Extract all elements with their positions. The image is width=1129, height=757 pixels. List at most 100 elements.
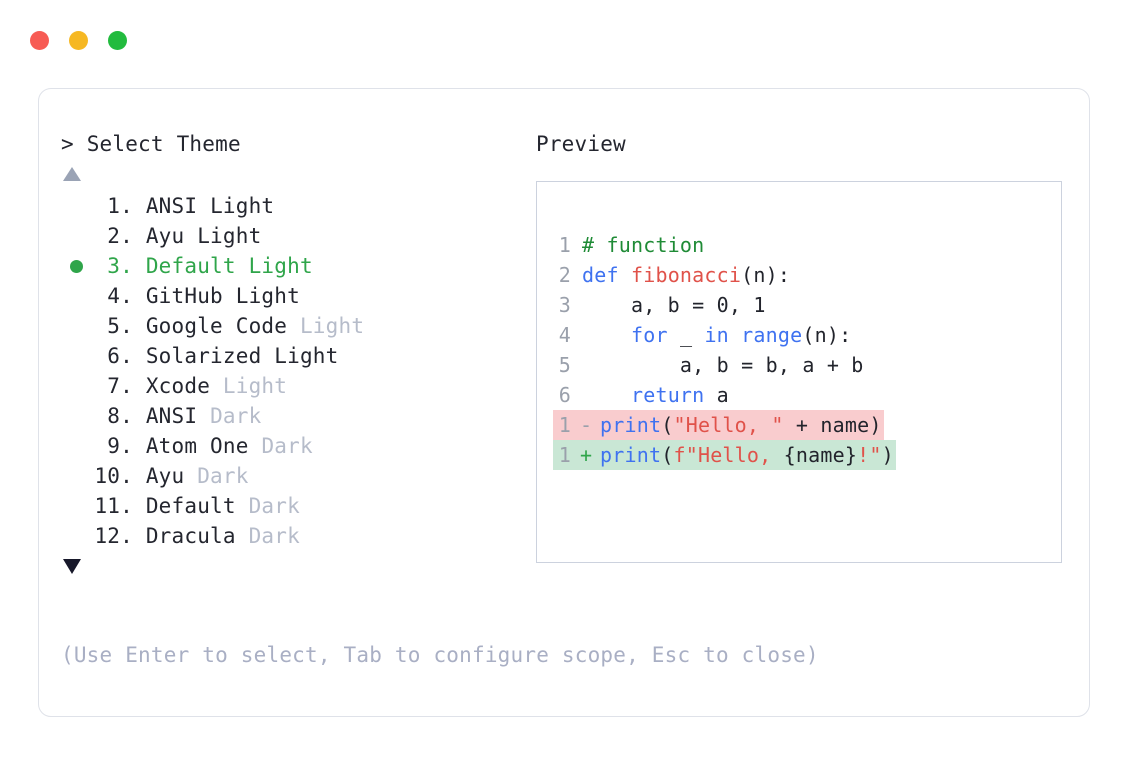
theme-item-number: 6. [94, 344, 133, 368]
theme-list[interactable]: 1. ANSI Light 2. Ayu Light 3. Default Li… [61, 191, 531, 551]
theme-item-number: 7. [94, 374, 133, 398]
theme-list-item[interactable]: 3. Default Light [61, 251, 531, 281]
diff-line-text: print("Hello, " + name) [600, 410, 882, 440]
theme-item-name: Atom One [145, 434, 249, 458]
page-title: Select Theme [86, 132, 241, 156]
close-window-button[interactable] [30, 31, 49, 50]
window-controls [30, 31, 127, 50]
code-token: !" [857, 443, 882, 467]
code-token: a, b = [582, 293, 717, 317]
code-token: {name} [783, 443, 858, 467]
theme-list-item[interactable]: 12. Dracula Dark [61, 521, 531, 551]
theme-item-variant: Light [197, 224, 262, 248]
theme-list-item[interactable]: 6. Solarized Light [61, 341, 531, 371]
theme-item-variant: Dark [248, 524, 300, 548]
code-line-number: 1 [558, 233, 571, 257]
theme-item-space [249, 431, 262, 461]
theme-item-gap [133, 521, 146, 551]
theme-item-name: Ayu [145, 224, 185, 248]
theme-item-name: ANSI [145, 194, 198, 218]
theme-item-gap [133, 281, 146, 311]
theme-item-number: 3. [94, 254, 133, 278]
theme-list-item[interactable]: 5. Google Code Light [61, 311, 531, 341]
theme-item-variant: Light [248, 254, 313, 278]
theme-item-number: 11. [94, 494, 133, 518]
theme-item-name: Default [145, 254, 236, 278]
theme-item-gap [133, 401, 146, 431]
theme-item-space [197, 401, 210, 431]
code-token: # function [582, 233, 705, 257]
theme-item-space [236, 491, 249, 521]
triangle-down-icon [63, 558, 81, 574]
code-token: ) [881, 443, 894, 467]
code-token: print [600, 413, 662, 437]
code-token: return [630, 383, 705, 407]
diff-line-number: 1 [558, 413, 571, 437]
code-token: in [704, 323, 729, 347]
code-line-text: a, b = b, a + b [582, 350, 864, 380]
theme-item-space [287, 311, 300, 341]
theme-item-gap [133, 491, 146, 521]
code-token [582, 383, 631, 407]
maximize-window-button[interactable] [108, 31, 127, 50]
code-line-number: 6 [558, 383, 571, 407]
theme-item-gap [133, 461, 146, 491]
keyboard-hint: (Use Enter to select, Tab to configure s… [61, 643, 819, 667]
code-token: 1 [753, 293, 766, 317]
code-token [729, 323, 741, 347]
code-token: print [600, 443, 662, 467]
code-token [582, 323, 631, 347]
code-line-text: a, b = 0, 1 [582, 290, 766, 320]
theme-item-variant: Light [235, 284, 300, 308]
theme-list-item[interactable]: 8. ANSI Dark [61, 401, 531, 431]
diff-sign: + [580, 443, 593, 467]
theme-list-item[interactable]: 1. ANSI Light [61, 191, 531, 221]
code-token: fibonacci [630, 263, 742, 287]
code-token: (n): [741, 263, 791, 287]
theme-list-item[interactable]: 4. GitHub Light [61, 281, 531, 311]
theme-item-gap [133, 341, 146, 371]
theme-item-gap [133, 221, 146, 251]
scroll-down-button[interactable] [61, 551, 531, 581]
diff-line: 1-print("Hello, " + name) [553, 410, 896, 440]
diff-sign: - [580, 413, 593, 437]
theme-item-variant: Light [274, 344, 339, 368]
diff-highlight: 1+print(f"Hello, {name}!") [553, 440, 896, 470]
theme-item-variant: Light [299, 314, 365, 338]
theme-list-item[interactable]: 11. Default Dark [61, 491, 531, 521]
code-line-text: # function [582, 230, 704, 260]
theme-item-number: 10. [94, 464, 133, 488]
code-line-number: 3 [558, 293, 571, 317]
code-line: 6 return a [553, 380, 1061, 410]
theme-item-space [184, 461, 197, 491]
code-token: (n): [802, 323, 852, 347]
theme-picker-card: > Select Theme 1. ANSI Light 2. Ayu Ligh… [38, 88, 1090, 717]
theme-item-space [197, 191, 210, 221]
prompt-header: > Select Theme [61, 129, 531, 159]
preview-label: Preview [536, 132, 626, 156]
code-token: , [728, 293, 754, 317]
theme-list-item[interactable]: 7. Xcode Light [61, 371, 531, 401]
theme-list-item[interactable]: 2. Ayu Light [61, 221, 531, 251]
scroll-up-button[interactable] [61, 159, 531, 189]
theme-item-number: 12. [94, 524, 133, 548]
diff-highlight: 1-print("Hello, " + name) [553, 410, 884, 440]
theme-item-space [210, 371, 223, 401]
theme-item-gap [133, 311, 146, 341]
theme-list-item[interactable]: 10. Ayu Dark [61, 461, 531, 491]
theme-list-item[interactable]: 9. Atom One Dark [61, 431, 531, 461]
code-line-number: 5 [558, 353, 571, 377]
code-line-text: return a [582, 380, 729, 410]
theme-item-number: 2. [94, 224, 133, 248]
code-token: a [704, 383, 729, 407]
theme-item-number: 9. [94, 434, 133, 458]
theme-item-name: Default [145, 494, 236, 518]
code-line: 3 a, b = 0, 1 [553, 290, 1061, 320]
theme-item-number: 1. [94, 194, 133, 218]
theme-selector-panel: > Select Theme 1. ANSI Light 2. Ayu Ligh… [61, 129, 531, 581]
code-line-text: for _ in range(n): [582, 320, 851, 350]
minimize-window-button[interactable] [69, 31, 88, 50]
